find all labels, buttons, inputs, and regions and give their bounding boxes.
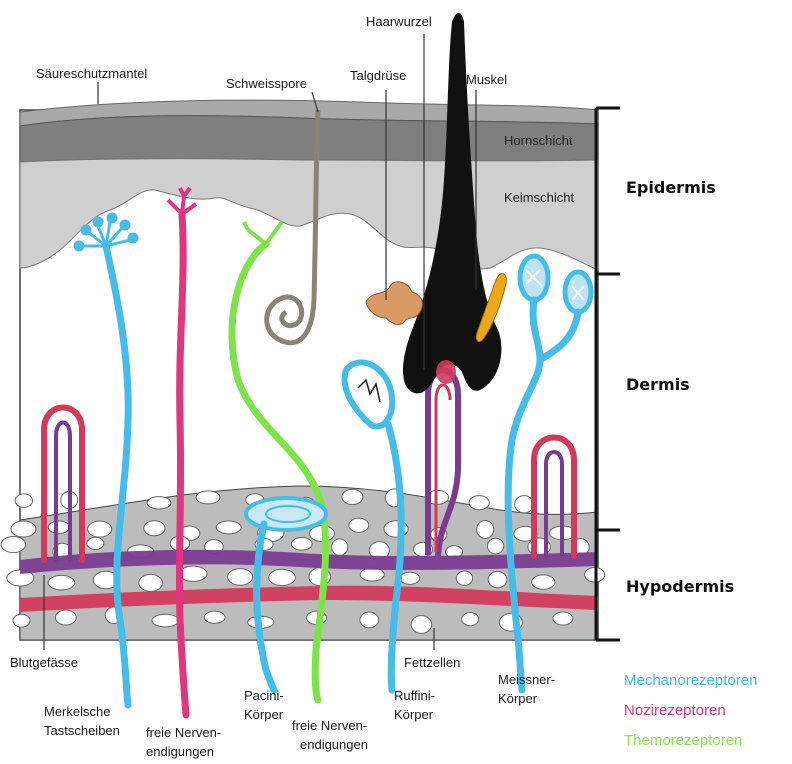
fat-cell (1, 536, 25, 552)
fat-cell (196, 491, 220, 504)
label-ruffini-line2: Körper (394, 707, 434, 722)
fat-cell (469, 496, 489, 510)
fat-cell (349, 518, 369, 532)
label-freie2-line1: freie Nerven- (292, 718, 367, 733)
fat-cell (179, 566, 207, 581)
fat-cell (488, 571, 507, 587)
label-merkel-line2: Tastscheiben (44, 723, 120, 738)
fat-cell (139, 574, 163, 591)
label-blutgefaesse: Blutgefässe (10, 655, 78, 670)
label-fettzellen: Fettzellen (404, 655, 460, 670)
fat-cell (204, 611, 225, 623)
label-freie1-line1: freie Nerven- (146, 725, 221, 740)
label-ruffini-line1: Ruffini- (394, 688, 435, 703)
fat-cell (360, 568, 384, 581)
fat-cell (13, 614, 30, 627)
label-merkel-line1: Merkelsche (44, 704, 110, 719)
legend-thermo: Themorezeptoren (624, 732, 742, 749)
label-freie2-line2: endigungen (300, 737, 368, 752)
label-pacini-line2: Körper (244, 707, 284, 722)
fat-cell (553, 612, 573, 625)
legend-mechano: Mechanorezeptoren (624, 672, 757, 689)
label-meissner-line2: Körper (498, 691, 538, 706)
fat-cell (144, 521, 165, 536)
fat-cell (462, 612, 479, 625)
fat-cell (87, 537, 104, 549)
label-freie1-line2: endigungen (146, 744, 214, 759)
fat-cell (532, 575, 555, 589)
fat-cell (411, 616, 432, 634)
label-talgdruese: Talgdrüse (350, 68, 406, 83)
label-schweisspore: Schweisspore (226, 76, 307, 91)
fat-cell (48, 521, 69, 534)
fat-cell (88, 521, 112, 537)
fat-cell (147, 497, 171, 509)
pacini-corpuscle (246, 498, 326, 530)
label-hornschicht: Hornschicht (504, 133, 573, 148)
label-meissner-line1: Meissner- (498, 672, 555, 687)
fat-cell (400, 572, 420, 584)
layer-bracket (596, 108, 620, 640)
fat-cell (291, 538, 312, 551)
fat-cell (15, 494, 32, 507)
fat-cell (55, 610, 76, 625)
fat-cell (48, 575, 75, 589)
fat-cell (360, 612, 379, 628)
fat-cell (487, 538, 503, 554)
label-haarwurzel: Haarwurzel (366, 14, 432, 29)
fat-cell (342, 489, 363, 504)
fat-cell (477, 520, 494, 538)
label-saeureschutzmantel: Säureschutzmantel (36, 66, 147, 81)
fat-cell (11, 521, 36, 537)
fat-cell (456, 571, 472, 585)
label-keimschicht: Keimschicht (504, 190, 574, 205)
label-pacini-line1: Pacini- (244, 688, 284, 703)
fat-cell (515, 496, 534, 513)
label-muskel: Muskel (466, 72, 507, 87)
fat-cell (269, 569, 296, 585)
layer-dermis: Dermis (626, 375, 690, 394)
fat-cell (152, 614, 179, 627)
fat-cell (332, 539, 348, 556)
layer-hypodermis: Hypodermis (626, 577, 734, 596)
fat-cell (228, 569, 253, 586)
fat-cell (216, 521, 241, 534)
legend-nozi: Nozirezeptoren (624, 702, 726, 719)
layer-epidermis: Epidermis (626, 178, 716, 197)
